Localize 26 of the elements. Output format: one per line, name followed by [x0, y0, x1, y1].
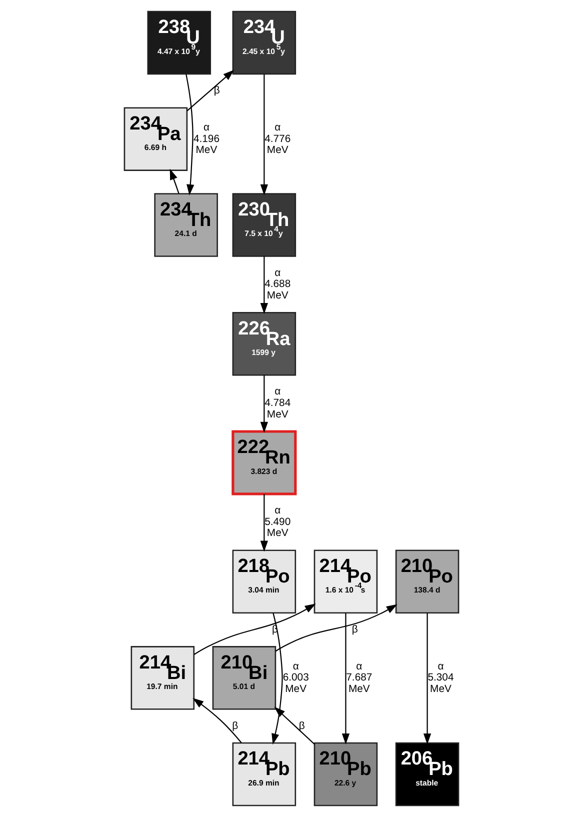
arrow — [186, 74, 194, 196]
edge-label: α 4.784 MeV — [264, 386, 291, 420]
arrow — [342, 613, 350, 744]
edge-label: β — [352, 624, 358, 636]
edge-label: β — [298, 720, 305, 732]
arrow — [186, 70, 234, 112]
arrow — [194, 604, 316, 655]
edge-label: α 4.688 MeV — [264, 268, 291, 302]
arrow — [192, 698, 242, 744]
arrow — [274, 706, 315, 745]
arrow — [272, 612, 283, 745]
edge-label: α 5.304 MeV — [428, 661, 454, 695]
edge-label: α 7.687 MeV — [346, 661, 372, 695]
arrow — [423, 613, 432, 744]
arrow — [260, 375, 268, 433]
edge-label: β — [232, 720, 238, 732]
arrow — [260, 256, 268, 314]
edge-label: α 6.003 MeV — [282, 661, 309, 695]
arrow — [260, 494, 268, 552]
edge-label: α 4.196 MeV — [193, 122, 220, 156]
arrow — [260, 74, 268, 196]
edge-label: α 4.776 MeV — [264, 122, 291, 156]
edge-label: α 5.490 MeV — [264, 506, 291, 540]
edge-label: β — [214, 86, 220, 97]
arrow — [170, 168, 180, 194]
arrow — [275, 604, 398, 652]
